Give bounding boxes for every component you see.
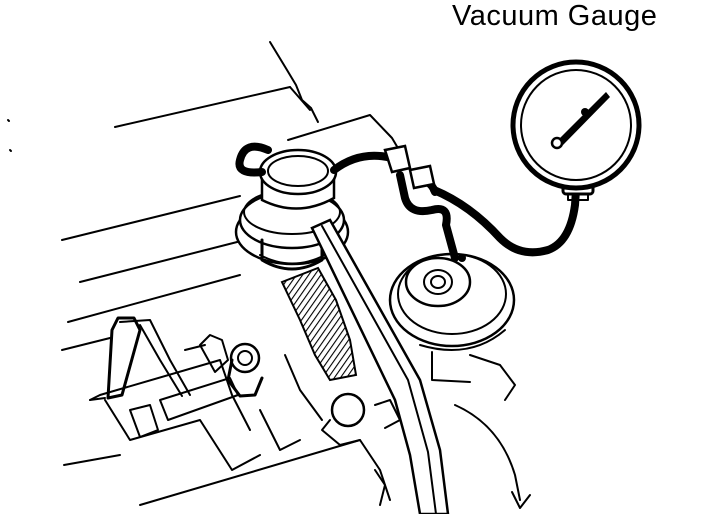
vacuum-gauge-label: Vacuum Gauge: [452, 0, 658, 32]
vacuum-hoses: [235, 142, 580, 262]
vacuum-valve-main: [234, 148, 350, 271]
bracket-assembly: [89, 316, 323, 471]
vacuum-valve-secondary: [388, 252, 516, 401]
vacuum-gauge-icon: [510, 59, 642, 201]
long-pipe: [310, 218, 531, 514]
engine-block: [7, 41, 406, 506]
hatched-spring: [280, 266, 358, 382]
